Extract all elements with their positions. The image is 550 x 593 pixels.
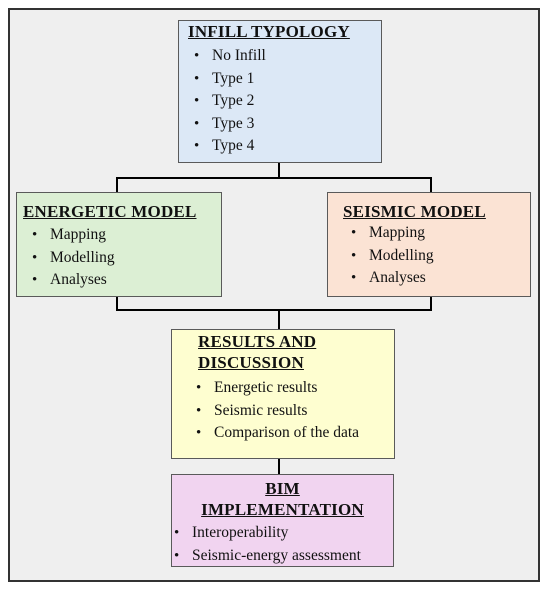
connector-from-energetic xyxy=(116,296,118,310)
list-item: Modelling xyxy=(351,245,433,268)
results-discussion-title-line1: RESULTS AND xyxy=(198,332,317,351)
seismic-model-box: SEISMIC MODEL Mapping Modelling Analyses xyxy=(327,192,531,297)
list-item: Energetic results xyxy=(196,377,359,400)
connector-to-energetic xyxy=(116,177,118,192)
connector-bottom-horizontal xyxy=(116,309,432,311)
results-discussion-title-line2: DISCUSSION xyxy=(198,353,304,372)
connector-top-horizontal xyxy=(116,177,432,179)
connector-results-to-bim xyxy=(278,458,280,475)
list-item: Analyses xyxy=(351,267,434,290)
bim-implementation-box: BIM IMPLEMENTATION Interoperability Seis… xyxy=(171,474,394,567)
list-item: No Infill xyxy=(194,45,266,68)
list-item: Seismic-energy assessment xyxy=(174,545,361,568)
infill-typology-title: INFILL TYPOLOGY xyxy=(188,22,350,41)
infill-typology-list: No Infill Type 1 Type 2 Type 3 Type 4 xyxy=(194,45,266,158)
energetic-model-title: ENERGETIC MODEL xyxy=(23,202,197,221)
seismic-model-list: Mapping Modelling Analyses xyxy=(351,222,434,290)
connector-from-seismic xyxy=(430,296,432,310)
bim-implementation-title-line2: IMPLEMENTATION xyxy=(201,500,364,519)
list-item: Mapping xyxy=(351,222,434,245)
seismic-model-title: SEISMIC MODEL xyxy=(343,202,486,221)
results-discussion-box: RESULTS AND DISCUSSION Energetic results… xyxy=(171,329,395,459)
bim-implementation-title-line1: BIM xyxy=(265,479,300,498)
list-item: Type 4 xyxy=(194,135,266,158)
list-item: Interoperability xyxy=(174,522,361,545)
list-item: Seismic results xyxy=(196,400,359,423)
connector-to-results xyxy=(278,309,280,329)
list-item: Type 1 xyxy=(194,68,266,91)
connector-to-seismic xyxy=(430,177,432,192)
energetic-model-box: ENERGETIC MODEL Mapping Modelling Analys… xyxy=(16,192,222,297)
energetic-model-list: Mapping Modelling Analyses xyxy=(32,224,115,292)
bim-implementation-list: Interoperability Seismic-energy assessme… xyxy=(174,522,361,568)
infill-typology-box: INFILL TYPOLOGY No Infill Type 1 Type 2 … xyxy=(178,20,382,163)
connector-infill-down xyxy=(278,162,280,178)
list-item: Comparison of the data xyxy=(196,422,359,445)
list-item: Mapping xyxy=(32,224,115,247)
list-item: Modelling xyxy=(32,247,114,270)
list-item: Type 2 xyxy=(194,90,266,113)
results-discussion-list: Energetic results Seismic results Compar… xyxy=(196,377,359,445)
list-item: Type 3 xyxy=(194,113,266,136)
list-item: Analyses xyxy=(32,269,115,292)
